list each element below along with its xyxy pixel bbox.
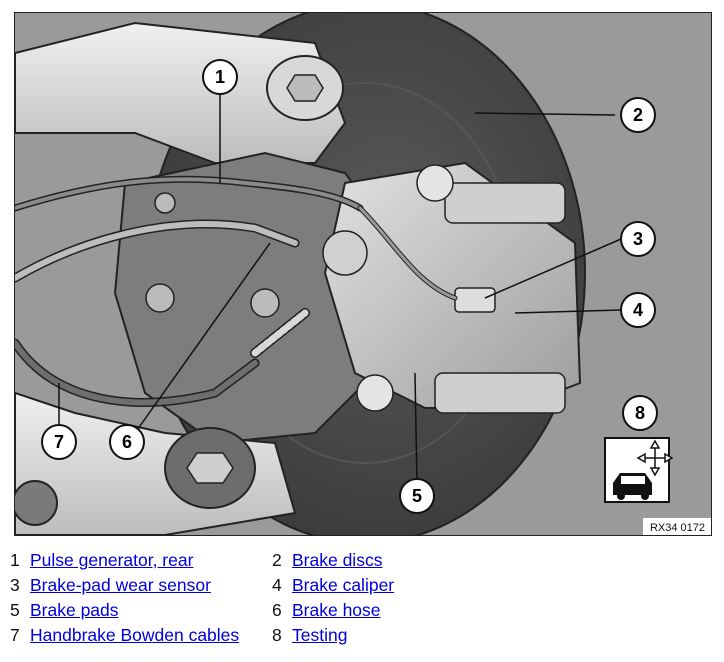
lower-control-arm-drawing: [15, 391, 297, 535]
link-brake-hose[interactable]: Brake hose: [292, 600, 381, 620]
move-arrows-icon: [636, 439, 674, 477]
legend-item-2: 2 Brake discs: [272, 548, 472, 573]
legend-number: 6: [272, 600, 282, 620]
svg-text:7: 7: [54, 432, 64, 452]
car-test-icon: [604, 437, 674, 503]
wear-sensor-drawing: [454, 287, 496, 313]
figure-reference: RX34 0172: [643, 518, 711, 535]
callout-6: 6: [109, 424, 145, 460]
legend-item-3: 3 Brake-pad wear sensor: [10, 573, 272, 598]
svg-text:8: 8: [635, 403, 645, 423]
legend-item-5: 5 Brake pads: [10, 598, 272, 623]
link-testing[interactable]: Testing: [292, 625, 348, 645]
upper-control-arm-drawing: [15, 21, 347, 164]
brake-caliper-drawing: [322, 161, 582, 414]
cables-drawing: [15, 175, 458, 407]
legend-number: 4: [272, 575, 282, 595]
callout-3: 3: [620, 221, 656, 257]
svg-text:RX34 0172: RX34 0172: [650, 522, 705, 534]
link-brake-pad-wear-sensor[interactable]: Brake-pad wear sensor: [30, 575, 211, 595]
legend-row: 5 Brake pads 6 Brake hose: [10, 598, 472, 623]
leader-lines: [58, 93, 622, 486]
callout-2: 2: [620, 97, 656, 133]
legend: 1 Pulse generator, rear 2 Brake discs 3 …: [10, 548, 472, 648]
legend-row: 7 Handbrake Bowden cables 8 Testing: [10, 623, 472, 648]
callout-1: 1: [202, 59, 238, 95]
legend-number: 8: [272, 625, 282, 645]
legend-item-1: 1 Pulse generator, rear: [10, 548, 272, 573]
brake-assembly-figure: 1 2 3 4 5 6 7 8: [14, 12, 712, 536]
svg-text:1: 1: [215, 67, 225, 87]
svg-text:5: 5: [412, 486, 422, 506]
svg-text:6: 6: [122, 432, 132, 452]
legend-row: 1 Pulse generator, rear 2 Brake discs: [10, 548, 472, 573]
callout-7: 7: [41, 424, 77, 460]
legend-number: 1: [10, 550, 20, 570]
callout-8: 8: [622, 395, 658, 431]
link-brake-discs[interactable]: Brake discs: [292, 550, 383, 570]
legend-item-7: 7 Handbrake Bowden cables: [10, 623, 272, 648]
legend-item-4: 4 Brake caliper: [272, 573, 472, 598]
link-pulse-generator-rear[interactable]: Pulse generator, rear: [30, 550, 194, 570]
svg-text:3: 3: [633, 229, 643, 249]
callout-5: 5: [399, 478, 435, 514]
link-brake-pads[interactable]: Brake pads: [30, 600, 119, 620]
legend-number: 3: [10, 575, 20, 595]
link-brake-caliper[interactable]: Brake caliper: [292, 575, 395, 595]
callout-4: 4: [620, 292, 656, 328]
legend-number: 5: [10, 600, 20, 620]
legend-number: 7: [10, 625, 20, 645]
legend-number: 2: [272, 550, 282, 570]
legend-row: 3 Brake-pad wear sensor 4 Brake caliper: [10, 573, 472, 598]
link-handbrake-bowden-cables[interactable]: Handbrake Bowden cables: [30, 625, 240, 645]
legend-item-8: 8 Testing: [272, 623, 472, 648]
svg-text:4: 4: [633, 300, 643, 320]
legend-item-6: 6 Brake hose: [272, 598, 472, 623]
svg-text:2: 2: [633, 105, 643, 125]
